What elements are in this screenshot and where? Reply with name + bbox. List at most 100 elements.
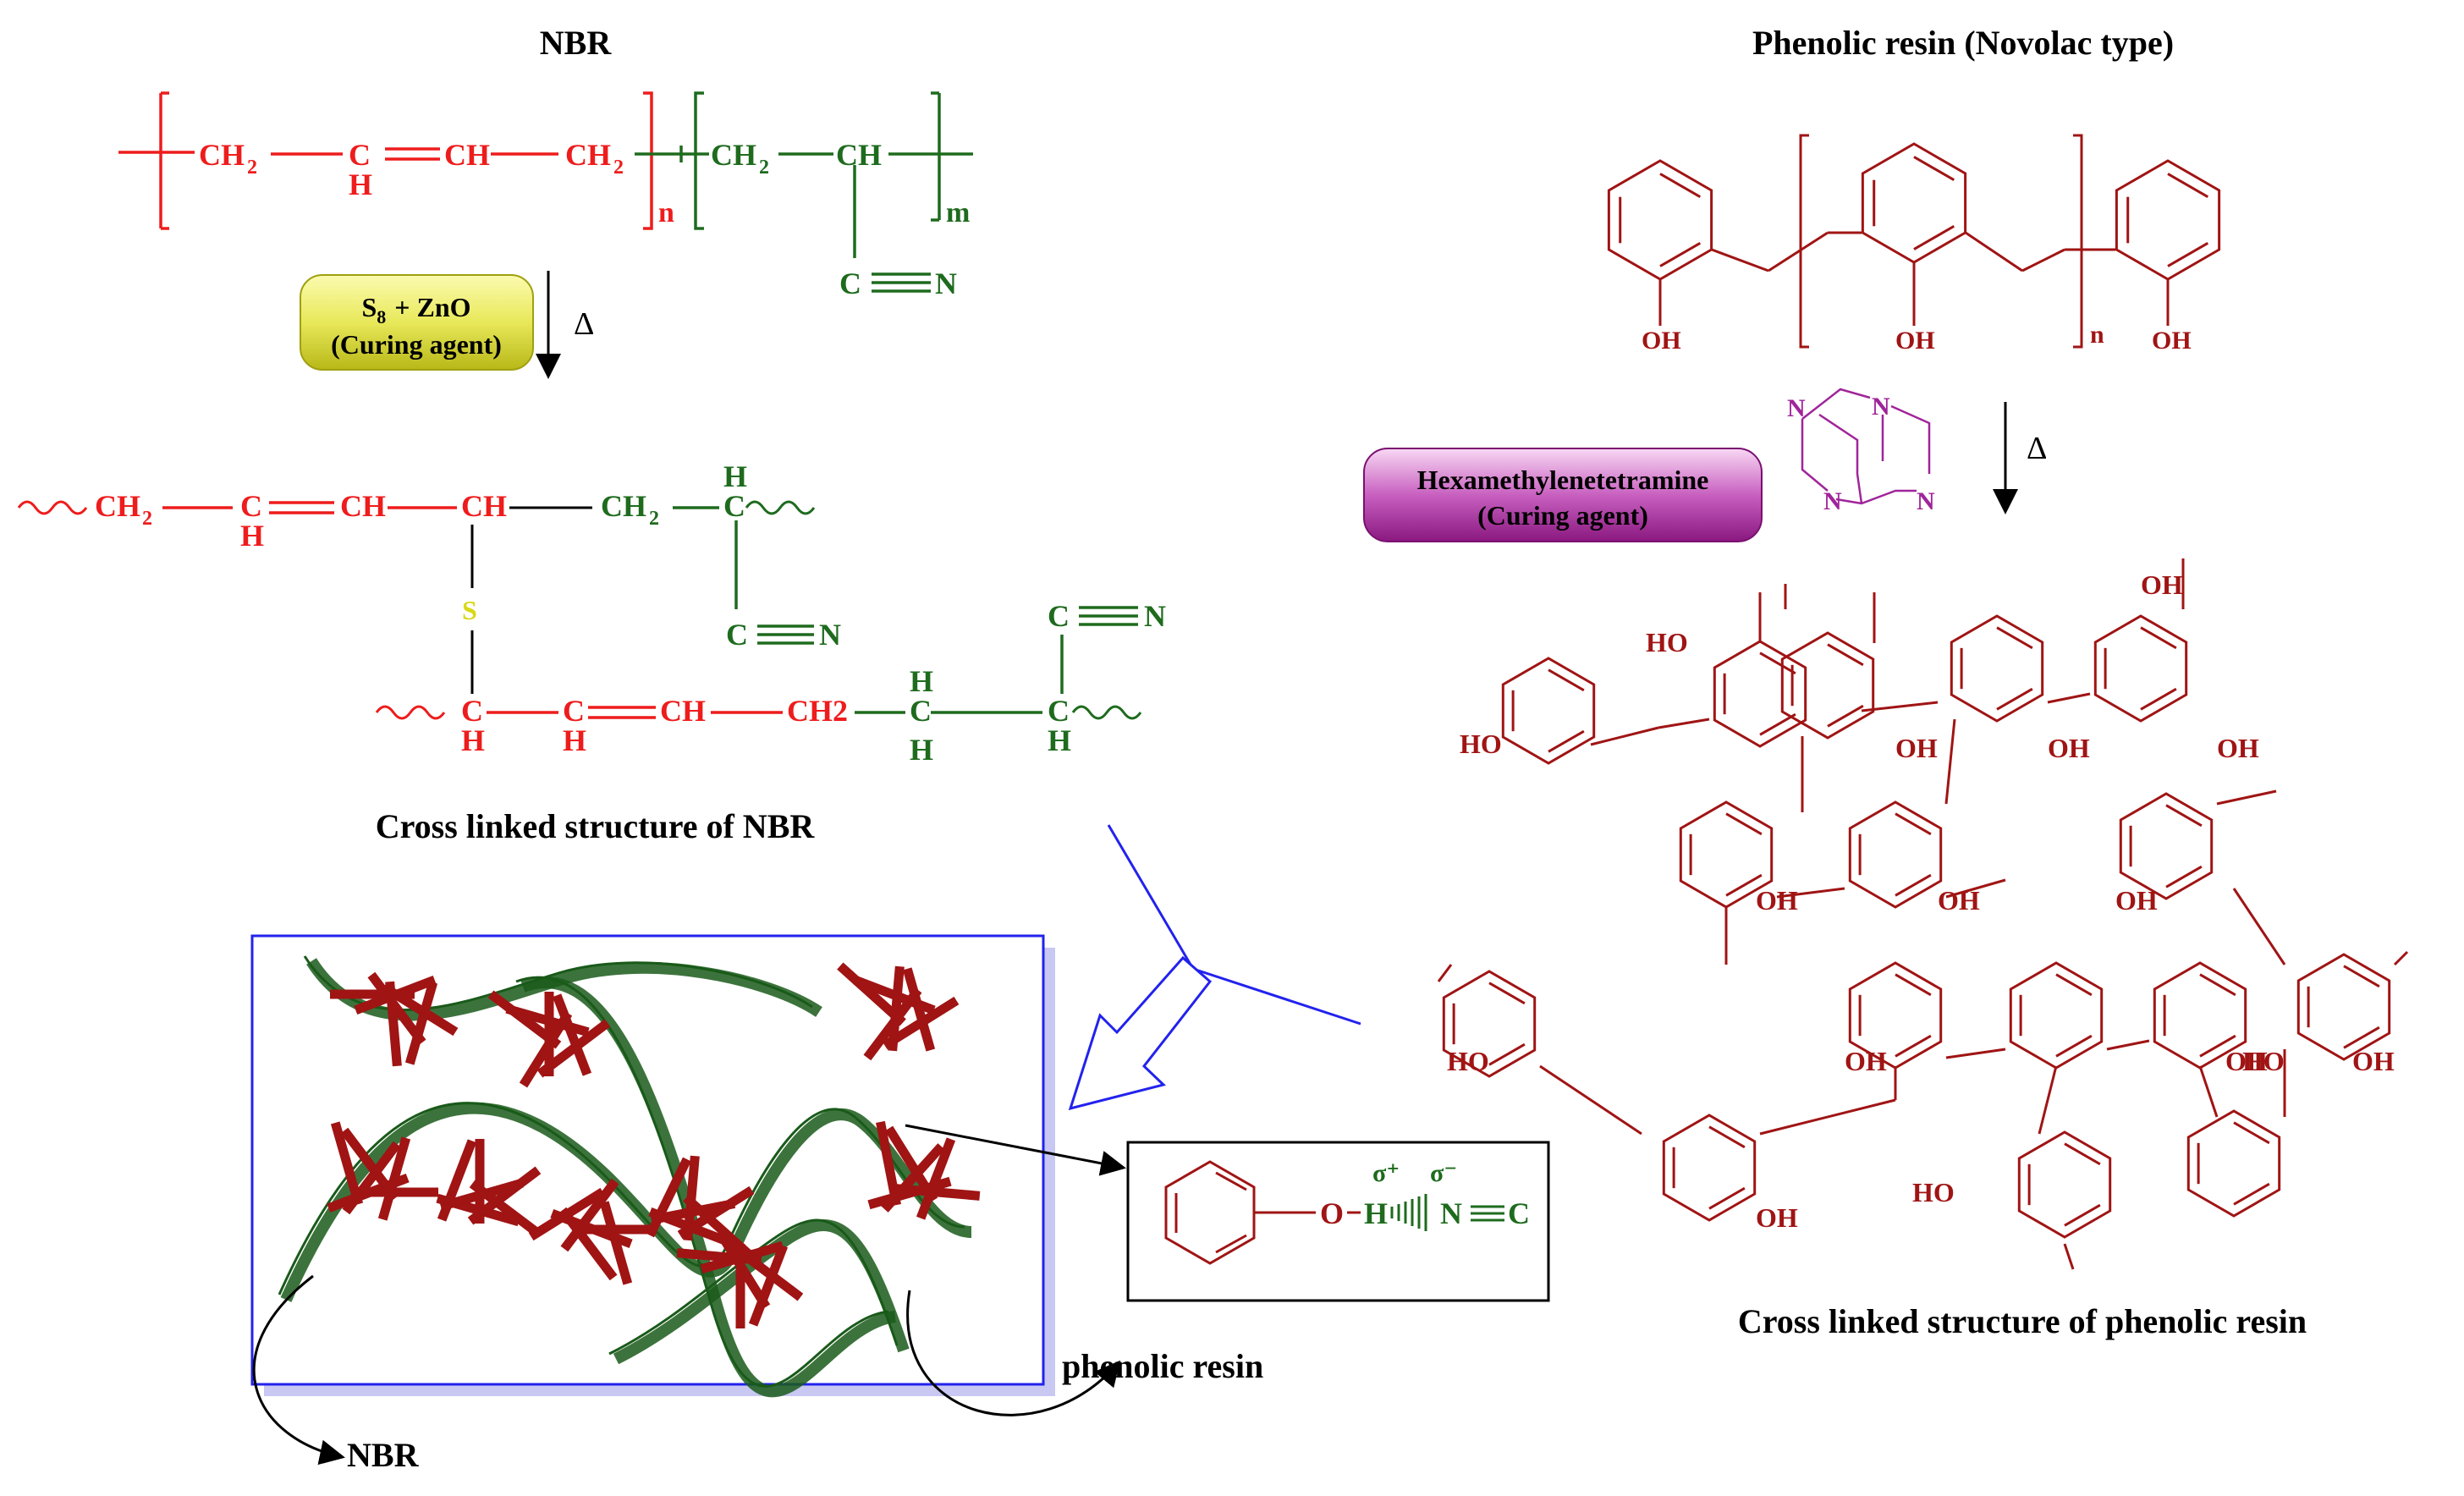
- hbond-o: O: [1320, 1196, 1344, 1230]
- phenolic-stick: [552, 993, 592, 1076]
- ring-double-bond: [1488, 982, 1526, 1005]
- blend-pointer: [1068, 824, 1361, 1111]
- ring-double-bond: [1913, 156, 1955, 181]
- nbr-ribbon-band-2: [306, 958, 822, 1021]
- phenolic-callout-arrow: [906, 1290, 1120, 1416]
- network-label-1: OH: [2141, 569, 2183, 600]
- xnbr-cn-c: C: [726, 618, 748, 652]
- ring-double-bond: [1895, 1034, 1932, 1058]
- phenolic-sticks: [327, 962, 981, 1328]
- network-bond-4: [1861, 701, 1939, 712]
- hexamine-n-4: N: [1917, 487, 1935, 515]
- ring-double-bond: [2140, 626, 2177, 650]
- nbr-crosslinked-caption: Cross linked structure of NBR: [376, 807, 816, 845]
- nbr-n-index: n: [658, 197, 674, 228]
- network-bond-12: [2232, 888, 2286, 965]
- ring-double-bond: [1996, 626, 2033, 650]
- nbr-ribbon-band-4: [613, 1219, 910, 1365]
- ring-double-bond: [1895, 973, 1932, 997]
- phenolic-curing-line2: (Curing agent): [1477, 500, 1648, 531]
- blend-box: [250, 934, 1055, 1398]
- network-bond-2: [1658, 718, 1710, 729]
- ring-double-bond: [1827, 643, 1864, 667]
- network-label-13: OH: [2352, 1046, 2395, 1076]
- nbr-cn-c: C: [839, 267, 861, 300]
- hbond-inset: O H N C σ⁺ σ⁻: [905, 1124, 1550, 1302]
- network-label-8: OH: [1938, 885, 1980, 916]
- ring-double-bond: [1548, 668, 1585, 692]
- nbr-curing-line2: (Curing agent): [331, 329, 502, 360]
- phenolic-stick: [683, 1194, 752, 1258]
- xnbr-c-5: C: [910, 694, 932, 728]
- ring-double-bond: [2167, 173, 2209, 198]
- phenolic-curing-line1: Hexamethylenetetramine: [1417, 465, 1709, 495]
- xnbr-c-3: C: [461, 694, 483, 728]
- xnbr-cn-c2: C: [1048, 599, 1070, 633]
- network-bond-20: [2393, 950, 2409, 966]
- nbr-sub2-2: 2: [613, 157, 624, 179]
- phenolic-stick: [436, 1193, 520, 1227]
- nbr-structure: NBR CH 2 C H CH CH 2 n: [118, 24, 973, 379]
- network-label-11: OH: [1845, 1046, 1887, 1076]
- hbond-sigma-plus: σ⁺: [1372, 1159, 1400, 1187]
- network-label-9: OH: [2115, 885, 2158, 916]
- ring-double-bond: [2055, 1034, 2093, 1058]
- novolac-oh-3: OH: [2152, 327, 2192, 355]
- ring-double-bond: [1996, 687, 2033, 711]
- nbr-c-1: C: [349, 138, 371, 172]
- network-ring-2: [1780, 631, 1875, 740]
- phenolic-crosslinked-caption: Cross linked structure of phenolic resin: [1738, 1302, 2307, 1340]
- network-bond-8: [1945, 878, 2006, 899]
- ring-double-bond: [1759, 712, 1796, 736]
- nbr-h-1: H: [349, 168, 372, 201]
- nbr-m-index: m: [946, 197, 970, 228]
- phenolic-stick: [863, 987, 922, 1061]
- phenolic-curing-badge: [1363, 448, 1763, 542]
- network-bond-15: [1759, 1098, 1896, 1136]
- network-label-10: HO: [1447, 1046, 1489, 1076]
- ring-double-bond: [2055, 973, 2093, 997]
- network-label-2: HO: [1646, 627, 1688, 657]
- xnbr-h-5b: H: [910, 733, 933, 767]
- phenolic-delta: Δ: [2027, 431, 2047, 466]
- nbr-title: NBR: [540, 24, 613, 62]
- novolac-ring-1: [1607, 159, 1713, 281]
- hbond-h: H: [1364, 1196, 1388, 1230]
- phenolic-stick: [560, 1178, 619, 1252]
- network-ring-5: [1848, 800, 1943, 909]
- ring-double-bond: [1895, 873, 1932, 897]
- phenolic-stick: [867, 1176, 952, 1210]
- phenolic-stick: [648, 1207, 731, 1247]
- phenolic-stick: [916, 1137, 956, 1220]
- xnbr-sub2-1: 2: [142, 508, 152, 530]
- hexamine-n-1: N: [1787, 394, 1806, 422]
- network-label-5: OH: [2048, 733, 2090, 763]
- ring-double-bond: [1895, 812, 1932, 836]
- ring-double-bond: [2064, 1203, 2101, 1227]
- xnbr-c-1: C: [240, 489, 262, 523]
- xnbr-sub2-2: 2: [649, 508, 659, 530]
- label-phenolic-resin: phenolic resin: [1062, 1347, 1263, 1385]
- ring-double-bond: [1659, 242, 1702, 267]
- ring-double-bond: [2233, 1121, 2270, 1145]
- network-label-6: OH: [2217, 733, 2259, 763]
- novolac-ch2-2a: [1965, 231, 2023, 272]
- ring-double-bond: [2140, 687, 2177, 711]
- ring-double-bond: [2343, 1026, 2380, 1049]
- network-label-15: OH: [1756, 1202, 1798, 1233]
- phenolic-stick: [505, 1004, 590, 1037]
- network-bond-19: [1437, 964, 1453, 982]
- ring-double-bond: [1913, 225, 1955, 250]
- phenolic-stick: [748, 1244, 789, 1327]
- ring-double-bond: [2165, 804, 2203, 828]
- network-label-16: HO: [1912, 1177, 1955, 1207]
- phenolic-stick: [385, 981, 402, 1067]
- ring-double-bond: [1659, 173, 1702, 198]
- ring-double-bond: [1708, 1125, 1746, 1149]
- network-bond-11: [2106, 1039, 2150, 1051]
- network-label-12: OH: [2225, 1046, 2268, 1076]
- nbr-ch2-3: CH: [711, 138, 756, 172]
- xnbr-c-4: C: [563, 694, 585, 728]
- nbr-cn-n: N: [935, 267, 957, 300]
